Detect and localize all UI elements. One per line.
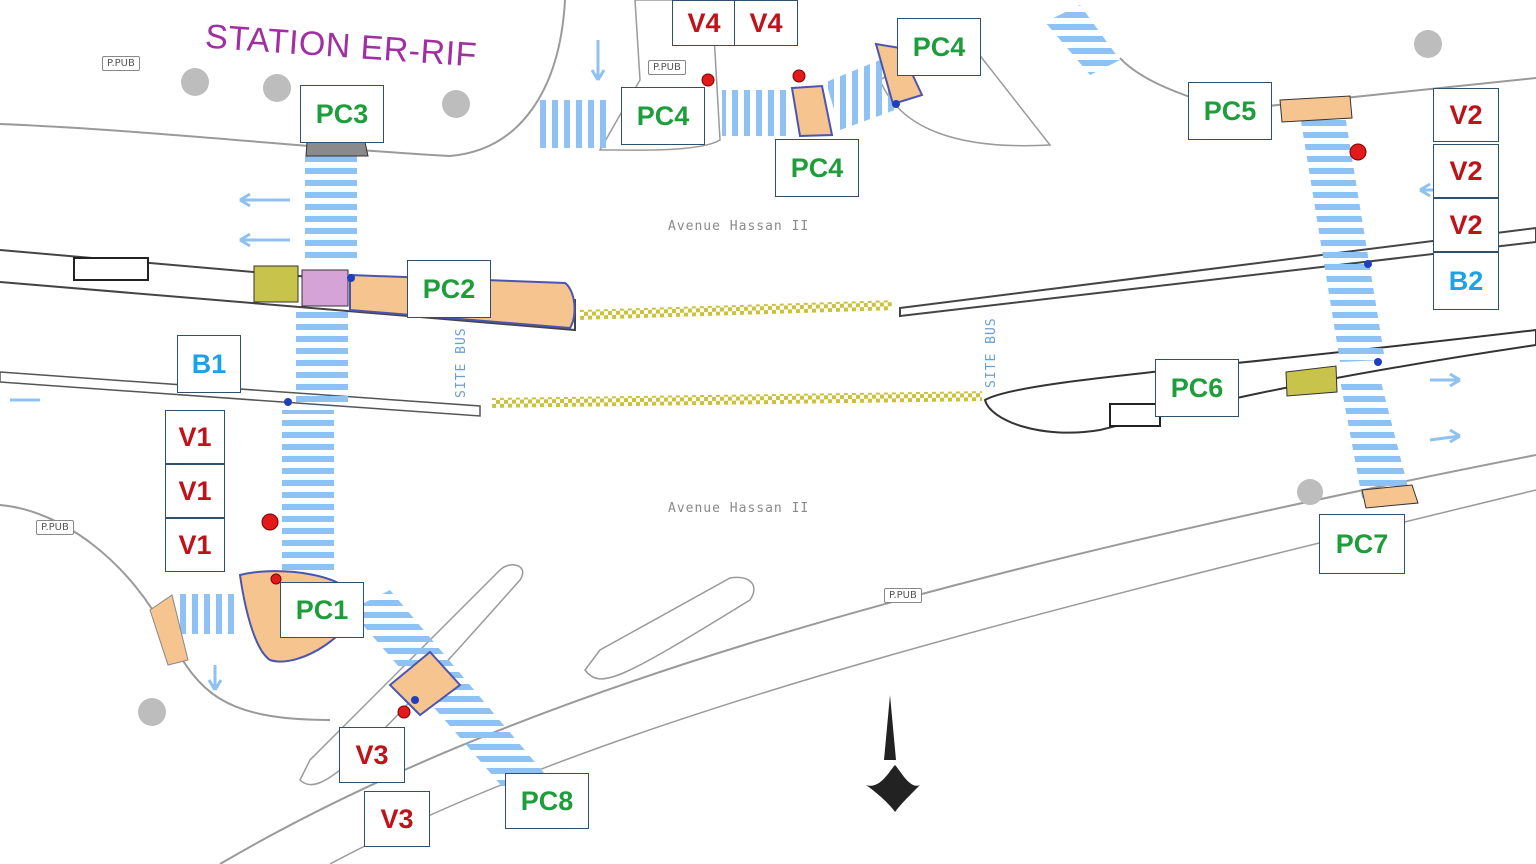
crosswalk-north [1045, 5, 1120, 75]
label-v1-2: V1 [165, 464, 225, 518]
label-v3-1: V3 [339, 727, 405, 783]
label-pc3: PC3 [300, 85, 384, 143]
refuge-pc1-west [149, 594, 189, 666]
refuge-pc6 [1285, 365, 1338, 397]
crosswalk-pc4-mid [722, 90, 786, 136]
bus-shelter-west [73, 257, 149, 281]
north-arrow [866, 695, 920, 812]
refuge-pc3 [305, 141, 369, 157]
crosswalk-pc4-west [540, 100, 612, 148]
detectors [284, 100, 1382, 704]
label-pc6: PC6 [1155, 359, 1239, 417]
tram-track-north [579, 300, 893, 320]
label-v4-2: V4 [734, 0, 798, 46]
label-pc2: PC2 [407, 260, 491, 318]
label-b1: B1 [177, 335, 241, 393]
refuge-pc7 [1361, 484, 1419, 509]
label-pc5: PC5 [1188, 82, 1272, 140]
refuge-pc5 [1279, 95, 1353, 123]
curb-south-east [219, 454, 1536, 864]
curb-north-west [0, 0, 566, 158]
refuge-pc8 [388, 650, 462, 717]
curb-south-east-2 [329, 489, 1536, 864]
crosswalk-pc4-east [826, 60, 895, 130]
label-pc4-east: PC4 [897, 18, 981, 76]
label-pc4-mid: PC4 [775, 139, 859, 197]
island-south-2 [584, 576, 755, 680]
public-sign-north-2: P.PUB [648, 60, 686, 75]
crosswalk-pc3 [305, 150, 357, 262]
street-name-north: Avenue Hassan II [668, 219, 810, 234]
label-v1-3: V1 [165, 518, 225, 572]
street-name-south: Avenue Hassan II [668, 501, 810, 516]
label-pc8: PC8 [505, 773, 589, 829]
public-sign-north: P.PUB [102, 56, 140, 71]
refuge-pc4-mid [790, 84, 834, 138]
public-sign-west: P.PUB [36, 520, 74, 535]
label-pc7: PC7 [1319, 514, 1405, 574]
trees [138, 30, 1442, 726]
label-v3-2: V3 [364, 791, 430, 847]
crosswalk-pc2-b1 [296, 308, 348, 408]
bus-marking-east: SITE BUS [984, 317, 999, 388]
refuge-pc2-violet [301, 269, 349, 307]
signal-heads [261, 69, 1367, 719]
label-v2-2: V2 [1433, 144, 1499, 198]
crosswalk-pc1-west [178, 594, 240, 634]
lane-arrows [10, 40, 1461, 691]
label-pc4-west: PC4 [621, 87, 705, 145]
label-v1-1: V1 [165, 410, 225, 464]
crosswalk-pc1 [282, 410, 334, 570]
crosswalk-pc5-pc6 [1300, 115, 1385, 362]
label-pc1: PC1 [280, 582, 364, 638]
bus-marking-west: SITE BUS [454, 327, 469, 398]
label-b2: B2 [1433, 252, 1499, 310]
tram-track-south [491, 391, 983, 408]
refuge-pc2-yellow [253, 265, 299, 303]
label-v2-3: V2 [1433, 198, 1499, 252]
bus-shelter-east [1109, 403, 1161, 427]
label-v2-1: V2 [1433, 88, 1499, 142]
label-v4-1: V4 [672, 0, 736, 46]
public-sign-south: P.PUB [884, 588, 922, 603]
crosswalk-pc7 [1340, 378, 1410, 498]
